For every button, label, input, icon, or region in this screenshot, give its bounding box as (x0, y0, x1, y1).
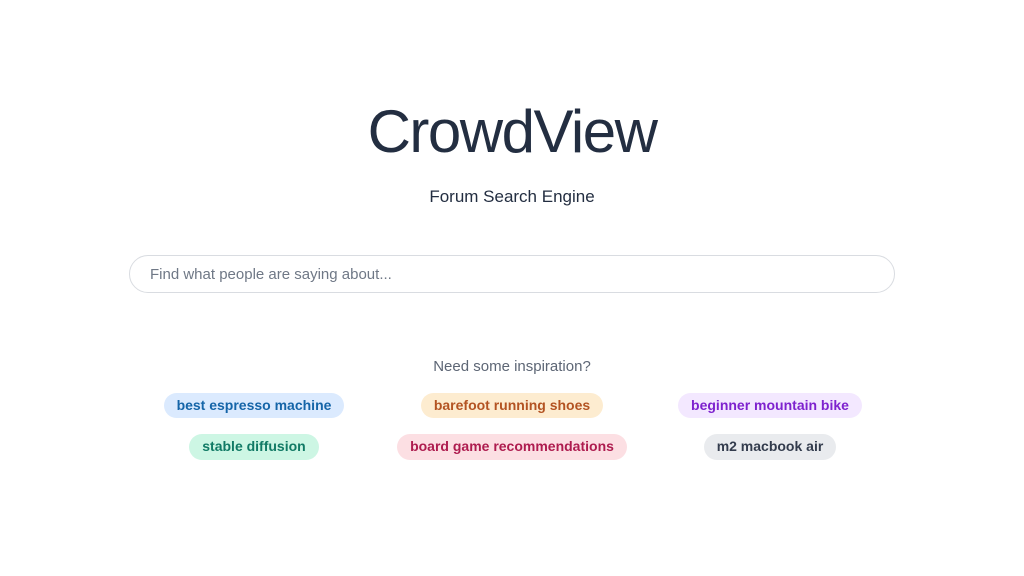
suggestion-pill-barefoot-running-shoes[interactable]: barefoot running shoes (420, 393, 604, 419)
page-subtitle: Forum Search Engine (429, 187, 595, 206)
suggestion-pill-grid: best espresso machine barefoot running s… (0, 393, 1024, 460)
search-input[interactable] (129, 255, 895, 293)
hero-section: CrowdView Forum Search Engine (0, 0, 1024, 207)
suggestion-pill-best-espresso-machine[interactable]: best espresso machine (163, 393, 345, 419)
inspiration-heading: Need some inspiration? (433, 358, 591, 375)
suggestion-pill-stable-diffusion[interactable]: stable diffusion (189, 434, 319, 460)
search-bar-container (129, 255, 895, 293)
suggestion-pill-beginner-mountain-bike[interactable]: beginner mountain bike (678, 393, 862, 419)
suggestion-pill-m2-macbook-air[interactable]: m2 macbook air (703, 434, 837, 460)
suggestion-pill-board-game-recommendations[interactable]: board game recommendations (397, 434, 627, 460)
page-title: CrowdView (367, 98, 658, 165)
